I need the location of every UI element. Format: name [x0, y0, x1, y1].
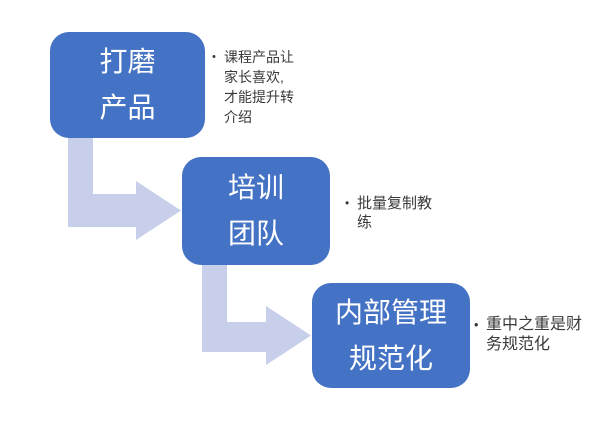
step-1-note-line-2: 家长喜欢,	[224, 69, 284, 85]
step-2-title-line-2: 团队	[227, 218, 284, 249]
step-shape-polish-product: 打磨 产品	[50, 32, 205, 138]
step-1-title-line-2: 产品	[99, 92, 156, 123]
step-3-note: • 重中之重是财 务规范化	[474, 315, 582, 355]
step-2-note: • 批量复制教 练	[345, 194, 432, 232]
bullet-marker-icon: •	[345, 196, 350, 210]
step-2-title-line-1: 培训	[227, 172, 284, 203]
step-3-note-line-2: 务规范化	[486, 336, 551, 353]
step-3-title-line-1: 内部管理	[334, 296, 447, 328]
elbow-arrow-step2-to-step3	[202, 265, 311, 365]
step-2-note-line-1: 批量复制教	[357, 195, 433, 212]
step-1-title-line-1: 打磨	[99, 46, 156, 77]
step-3-note-line-1: 重中之重是财	[486, 316, 583, 333]
bullet-marker-icon: •	[474, 317, 479, 332]
bullet-marker-icon: •	[212, 51, 216, 63]
step-1-note-line-3: 才能提升转	[224, 89, 294, 105]
step-shape-internal-management: 内部管理 规范化	[312, 283, 470, 388]
step-3-title-line-2: 规范化	[348, 342, 433, 374]
step-1-note: • 课程产品让 家长喜欢, 才能提升转 介绍	[212, 47, 294, 127]
step-2-note-line-2: 练	[357, 214, 373, 231]
step-1-note-line-4: 介绍	[224, 109, 252, 125]
elbow-arrow-step1-to-step2	[68, 138, 181, 240]
step-1-note-line-1: 课程产品让	[224, 49, 294, 65]
step-shape-train-team: 培训 团队	[182, 157, 330, 265]
